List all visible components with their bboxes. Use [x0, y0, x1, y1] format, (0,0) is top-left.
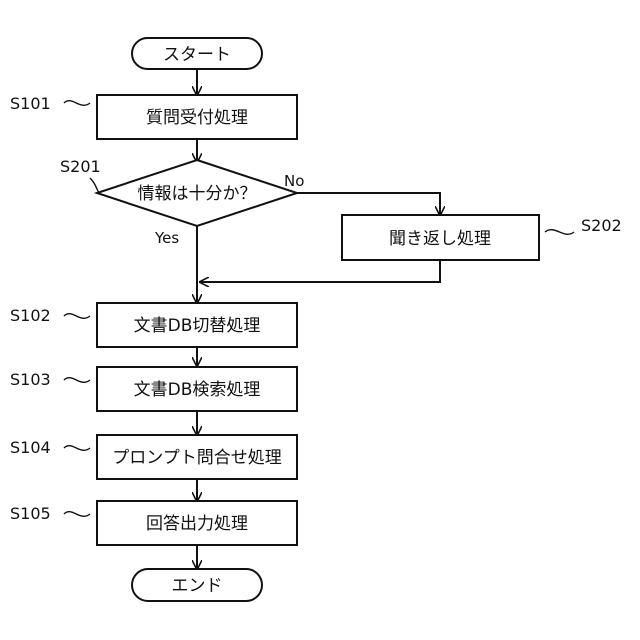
leader-s201 [90, 178, 99, 193]
decision-s201: 情報は十分か？ [97, 160, 297, 226]
leader-s104 [64, 446, 90, 451]
leader-s102 [64, 314, 90, 319]
leader-s101 [64, 101, 90, 106]
process-s103: 文書DB検索処理 [97, 367, 297, 411]
process-s102-label: 文書DB切替処理 [134, 316, 261, 336]
step-id-s202: S202 [581, 216, 622, 235]
arrow-s201-no-to-s202 [297, 193, 440, 215]
process-s101: 質問受付処理 [97, 95, 297, 139]
process-s105-label: 回答出力処理 [146, 514, 248, 534]
decision-s201-label: 情報は十分か？ [138, 184, 257, 204]
process-s105: 回答出力処理 [97, 501, 297, 545]
step-id-s101: S101 [10, 94, 51, 113]
step-id-s104: S104 [10, 438, 51, 457]
process-s101-label: 質問受付処理 [146, 108, 248, 128]
process-s202-label: 聞き返し処理 [389, 229, 491, 249]
step-id-s103: S103 [10, 370, 51, 389]
leader-s202 [545, 230, 574, 235]
step-id-s105: S105 [10, 504, 51, 523]
start-label: スタート [163, 45, 231, 65]
process-s103-label: 文書DB検索処理 [134, 380, 261, 400]
end-label: エンド [172, 576, 223, 596]
process-s104-label: プロンプト問合せ処理 [112, 448, 282, 468]
leader-s103 [64, 378, 90, 383]
start-terminal: スタート [132, 38, 262, 69]
step-id-s201: S201 [60, 157, 101, 176]
leader-s105 [64, 512, 90, 517]
step-id-s102: S102 [10, 306, 51, 325]
branch-label-no: No [284, 172, 304, 190]
branch-label-yes: Yes [154, 229, 179, 247]
process-s102: 文書DB切替処理 [97, 303, 297, 347]
process-s202: 聞き返し処理 [342, 215, 539, 260]
arrow-s202-return [200, 260, 440, 282]
process-s104: プロンプト問合せ処理 [97, 435, 297, 479]
end-terminal: エンド [132, 569, 262, 601]
